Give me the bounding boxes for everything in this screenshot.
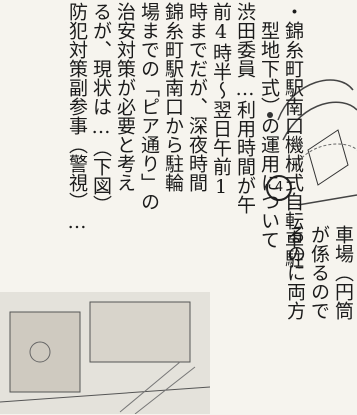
article-line: るが、現状は…（下図） xyxy=(90,2,112,214)
article-line: 型地下式）の運用について xyxy=(258,2,280,249)
article-line: 前4時半～翌日午前1 xyxy=(210,2,232,198)
parking-photo xyxy=(0,292,210,414)
article-line: るのに両方 xyxy=(284,225,306,320)
article-line: 車場（円筒 xyxy=(332,225,354,320)
article-line: 治安対策が必要と考え xyxy=(114,2,136,192)
article-line: 防犯対策副参事（警視）… xyxy=(66,2,88,233)
article-line: 時までだが、深夜時間 xyxy=(186,2,208,192)
article-line: 渋田委員…利用時間が午 xyxy=(234,2,256,214)
map-marker-badge: 4 xyxy=(266,175,292,201)
article-line: 場までの「ピア通り」の xyxy=(138,2,160,211)
article-line: が係るので xyxy=(308,225,330,320)
article-line: 錦糸町駅南口から駐輪 xyxy=(162,2,184,192)
article-body: ・錦糸町駅南口機械式自転車駐 型地下式）の運用について 渋田委員…利用時間が午 … xyxy=(65,2,305,414)
adjacent-article-fragment: 車場（円筒 が係るので るのに両方 xyxy=(283,225,355,415)
article-line: ・錦糸町駅南口機械式自転車駐 xyxy=(282,2,304,268)
